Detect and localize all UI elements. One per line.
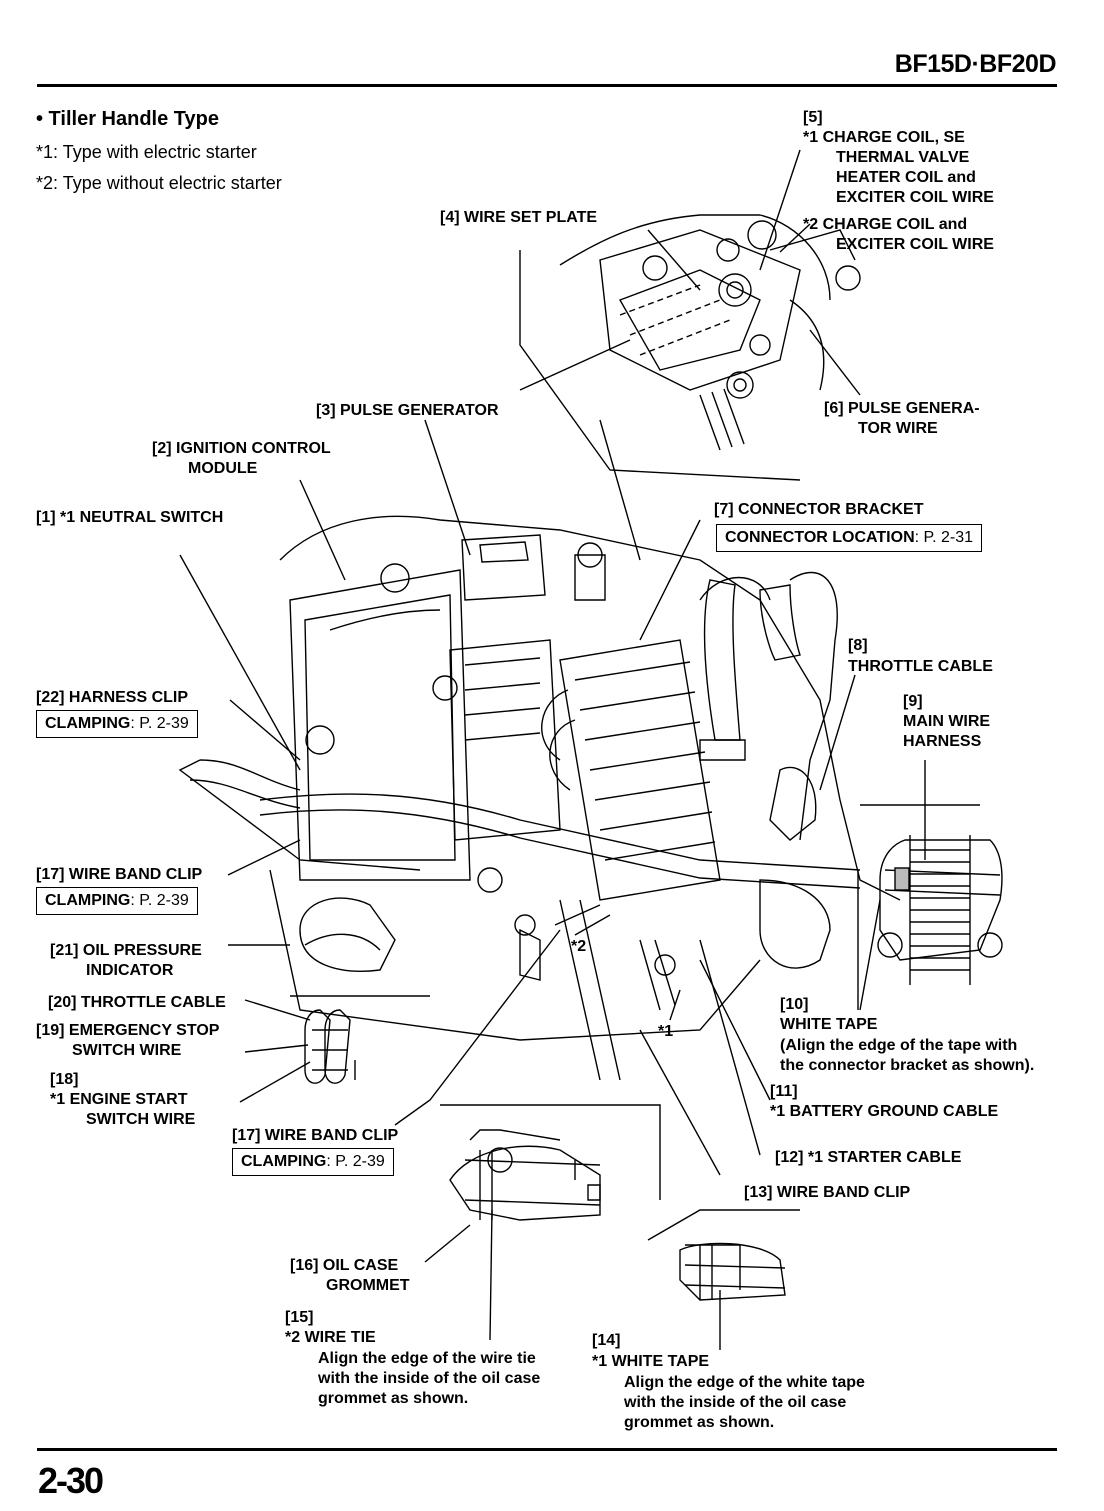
label-white-tape-14-note-line3: grommet as shown. xyxy=(624,1414,775,1431)
leader-11 xyxy=(699,959,771,1101)
label-emergency-stop-line2: SWITCH WIRE xyxy=(72,1042,182,1059)
inset-white-tape-grommet xyxy=(647,1209,800,1301)
label-8: [8] xyxy=(848,637,868,654)
leader-17b xyxy=(394,929,561,1126)
label-wire-band-clip-17b: [17] WIRE BAND CLIP xyxy=(232,1127,399,1144)
connector-location-box: CONNECTOR LOCATION: P. 2-31 xyxy=(716,524,983,552)
leader-main xyxy=(599,419,641,561)
inset-white-tape xyxy=(857,804,1003,1010)
leader-4 xyxy=(647,229,701,291)
leader-19 xyxy=(244,1044,309,1053)
label-9: [9] xyxy=(903,693,923,710)
leader-5-1 xyxy=(759,149,801,271)
label-5-star1-line4: EXCITER COIL WIRE xyxy=(836,189,994,206)
label-battery-ground: *1 BATTERY GROUND CABLE xyxy=(770,1103,999,1120)
clamping-box-17b: CLAMPING: P. 2-39 xyxy=(232,1148,394,1176)
note-type-1: *1: Type with electric starter xyxy=(36,142,257,162)
leader-10 xyxy=(859,899,881,1011)
label-white-tape-14-note-line2: with the inside of the oil case xyxy=(624,1394,847,1411)
label-oil-case-line2: GROMMET xyxy=(326,1277,410,1294)
label-5-star1-line2: THERMAL VALVE xyxy=(836,149,970,166)
label-pulse-generator: [3] PULSE GENERATOR xyxy=(316,402,499,419)
label-wire-tie-note-line3: grommet as shown. xyxy=(318,1390,469,1407)
bottom-rule xyxy=(37,1448,1057,1451)
label-connector-bracket: [7] CONNECTOR BRACKET xyxy=(714,501,924,518)
label-white-tape-note-line2: the connector bracket as shown). xyxy=(780,1057,1035,1074)
label-14: [14] xyxy=(592,1332,621,1349)
label-wire-tie-note-line2: with the inside of the oil case xyxy=(318,1370,541,1387)
label-5-star2-line1: *2 CHARGE COIL and xyxy=(803,216,968,233)
leader-8 xyxy=(819,674,856,791)
inset-wire-set-plate xyxy=(519,214,861,481)
label-pulse-generator-wire-line2: TOR WIRE xyxy=(858,420,938,437)
label-ignition-control-line2: MODULE xyxy=(188,460,258,477)
leader-3-inset xyxy=(519,339,631,391)
leader-7 xyxy=(639,519,701,641)
label-engine-start-line1: *1 ENGINE START xyxy=(50,1091,188,1108)
label-main-wire-line2: HARNESS xyxy=(903,733,982,750)
leader-15 xyxy=(489,1209,493,1341)
label-5: [5] xyxy=(803,109,823,126)
wire-clamp-group xyxy=(290,995,430,1084)
label-10: [10] xyxy=(780,996,809,1013)
leader-12 xyxy=(699,939,761,1156)
label-starter-cable: [12] *1 STARTER CABLE xyxy=(775,1149,962,1166)
label-white-tape: WHITE TAPE xyxy=(780,1016,878,1033)
label-white-tape-14-note-line1: Align the edge of the white tape xyxy=(624,1374,865,1391)
label-white-tape-note-line1: (Align the edge of the tape with xyxy=(780,1037,1018,1054)
marker-star2: *2 xyxy=(571,938,587,955)
section-title: • Tiller Handle Type xyxy=(36,108,219,130)
page-number: 2-30 xyxy=(38,1460,104,1501)
label-5-star1-line1: *1 CHARGE COIL, SE xyxy=(803,129,965,146)
leader-2 xyxy=(299,479,346,581)
leader-13 xyxy=(639,1029,721,1176)
label-main-wire-line1: MAIN WIRE xyxy=(903,713,991,730)
label-5-star2-line2: EXCITER COIL WIRE xyxy=(836,236,994,253)
leader-5-2 xyxy=(779,223,811,253)
label-5-star1-line3: HEATER COIL and xyxy=(836,169,976,186)
leader-22 xyxy=(229,699,301,761)
label-white-tape-14: *1 WHITE TAPE xyxy=(592,1353,710,1370)
label-emergency-stop-line1: [19] EMERGENCY STOP xyxy=(36,1022,220,1039)
label-throttle-cable: THROTTLE CABLE xyxy=(848,658,993,675)
label-wire-set-plate: [4] WIRE SET PLATE xyxy=(440,209,598,226)
star1-line xyxy=(669,989,681,1021)
label-ignition-control-line1: [2] IGNITION CONTROL xyxy=(152,440,331,457)
label-throttle-cable-20: [20] THROTTLE CABLE xyxy=(48,994,226,1011)
marker-star1: *1 xyxy=(658,1023,674,1040)
label-wire-band-clip-17a: [17] WIRE BAND CLIP xyxy=(36,866,203,883)
star2-lines xyxy=(554,904,611,936)
leader-18 xyxy=(239,1061,311,1103)
label-15: [15] xyxy=(285,1309,314,1326)
engine-body xyxy=(178,515,901,1081)
label-oil-case-line1: [16] OIL CASE xyxy=(290,1257,399,1274)
label-oil-pressure-line1: [21] OIL PRESSURE xyxy=(50,942,202,959)
leader-17a xyxy=(227,839,301,876)
label-neutral-switch: [1] *1 NEUTRAL SWITCH xyxy=(36,509,224,526)
label-pulse-generator-wire-line1: [6] PULSE GENERA- xyxy=(824,400,980,417)
leader-3 xyxy=(424,419,471,556)
leader-6 xyxy=(809,329,861,396)
label-wire-tie-note-line1: Align the edge of the wire tie xyxy=(318,1350,536,1367)
label-11: [11] xyxy=(770,1083,798,1100)
clamping-box-17a: CLAMPING: P. 2-39 xyxy=(36,887,198,915)
label-18: [18] xyxy=(50,1071,79,1088)
label-engine-start-line2: SWITCH WIRE xyxy=(86,1111,196,1128)
model-header: BF15D·BF20D xyxy=(894,50,1057,78)
leader-1 xyxy=(179,554,301,771)
note-type-2: *2: Type without electric starter xyxy=(36,173,282,193)
clamping-box-22: CLAMPING: P. 2-39 xyxy=(36,710,198,738)
top-rule xyxy=(37,84,1057,87)
inset-wire-tie xyxy=(440,1104,661,1221)
label-wire-tie: *2 WIRE TIE xyxy=(285,1329,376,1346)
label-wire-band-clip-13: [13] WIRE BAND CLIP xyxy=(744,1184,911,1201)
leader-20 xyxy=(244,999,311,1021)
label-oil-pressure-line2: INDICATOR xyxy=(86,962,174,979)
label-harness-clip: [22] HARNESS CLIP xyxy=(36,689,189,706)
leader-16 xyxy=(424,1224,471,1263)
